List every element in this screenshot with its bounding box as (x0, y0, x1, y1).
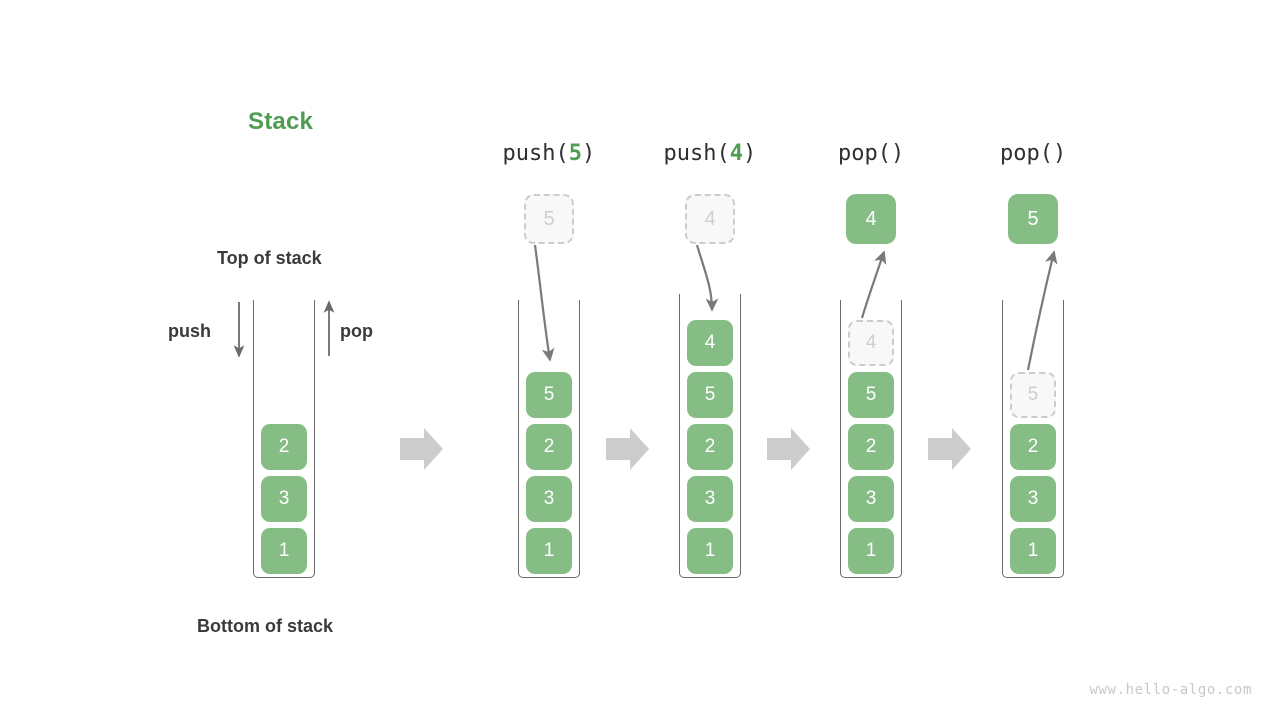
stack-cell-value: 3 (704, 488, 716, 509)
stack-cell-value: 1 (278, 540, 290, 561)
column-header-push-4: push(4) (664, 141, 757, 166)
float-box-value: 5 (543, 207, 555, 230)
float-box-value: 4 (704, 207, 716, 230)
stack-cell-value: 5 (543, 384, 555, 405)
stack-cell: 2 (687, 424, 733, 470)
header-prefix: pop( (1000, 141, 1053, 166)
stack-cell: 2 (1010, 424, 1056, 470)
pop-label: pop (340, 321, 373, 341)
stack-cell: 3 (687, 476, 733, 522)
stack-cell: 3 (848, 476, 894, 522)
header-suffix: ) (1052, 141, 1067, 166)
stack-cell-value: 3 (865, 488, 877, 509)
stack-cell: 5 (526, 372, 572, 418)
header-suffix: ) (890, 141, 905, 166)
stack-container-initial (253, 300, 315, 578)
float-box-value: 4 (865, 207, 877, 230)
stack-cell: 3 (1010, 476, 1056, 522)
stack-cell-value: 2 (704, 436, 716, 457)
float-box-value: 5 (1027, 207, 1039, 230)
stack-container-push-5 (518, 300, 580, 578)
stack-cell: 3 (526, 476, 572, 522)
stack-cell-value: 3 (1027, 488, 1039, 509)
float-box-push-5: 5 (524, 194, 574, 244)
stack-cell-value: 4 (865, 332, 877, 353)
transition-arrow-2 (606, 428, 649, 470)
stack-cell: 1 (261, 528, 307, 574)
stack-cell: 1 (526, 528, 572, 574)
transition-arrow-3 (767, 428, 810, 470)
stack-cell-value: 5 (1027, 384, 1039, 405)
stack-cell: 4 (848, 320, 894, 366)
stack-cell: 3 (261, 476, 307, 522)
stack-cell: 1 (1010, 528, 1056, 574)
stack-cell: 2 (848, 424, 894, 470)
float-box-push-4: 4 (685, 194, 735, 244)
stack-cell-value: 1 (865, 540, 877, 561)
header-prefix: push( (663, 141, 730, 166)
stack-cell-value: 3 (543, 488, 555, 509)
stack-cell-value: 3 (278, 488, 290, 509)
stack-cell: 5 (848, 372, 894, 418)
stack-cell-value: 5 (704, 384, 716, 405)
stack-container-pop-4 (840, 300, 902, 578)
stack-container-push-4 (679, 294, 741, 578)
stack-cell: 4 (687, 320, 733, 366)
stack-cell-value: 1 (704, 540, 716, 561)
stack-container-pop-5 (1002, 300, 1064, 578)
stack-cell: 5 (1010, 372, 1056, 418)
header-suffix: ) (581, 141, 596, 166)
bottom-of-stack-label: Bottom of stack (197, 616, 334, 636)
column-header-pop-4: pop() (838, 141, 904, 166)
stack-cell-value: 1 (543, 540, 555, 561)
stack-cell-value: 2 (543, 436, 555, 457)
header-suffix: ) (742, 141, 757, 166)
stack-cell: 1 (848, 528, 894, 574)
stack-cell-value: 2 (865, 436, 877, 457)
stack-cell-value: 2 (278, 436, 290, 457)
transition-arrow-4 (928, 428, 971, 470)
stack-cell: 2 (526, 424, 572, 470)
header-arg: 5 (568, 141, 582, 166)
watermark: www.hello-algo.com (1089, 682, 1252, 698)
push-label: push (168, 321, 211, 341)
stack-cell-value: 1 (1027, 540, 1039, 561)
top-of-stack-label: Top of stack (217, 248, 322, 268)
column-header-push-5: push(5) (503, 141, 596, 166)
header-arg: 4 (729, 141, 743, 166)
column-header-pop-5: pop() (1000, 141, 1066, 166)
stack-cell: 2 (261, 424, 307, 470)
float-box-pop-5: 5 (1008, 194, 1058, 244)
stack-cell-value: 4 (704, 332, 716, 353)
transition-arrow-1 (400, 428, 443, 470)
stack-cell: 5 (687, 372, 733, 418)
stack-cell-value: 2 (1027, 436, 1039, 457)
header-prefix: pop( (838, 141, 891, 166)
stack-cell: 1 (687, 528, 733, 574)
stack-cell-value: 5 (865, 384, 877, 405)
float-box-pop-4: 4 (846, 194, 896, 244)
header-prefix: push( (502, 141, 569, 166)
page-title: Stack (248, 108, 314, 135)
